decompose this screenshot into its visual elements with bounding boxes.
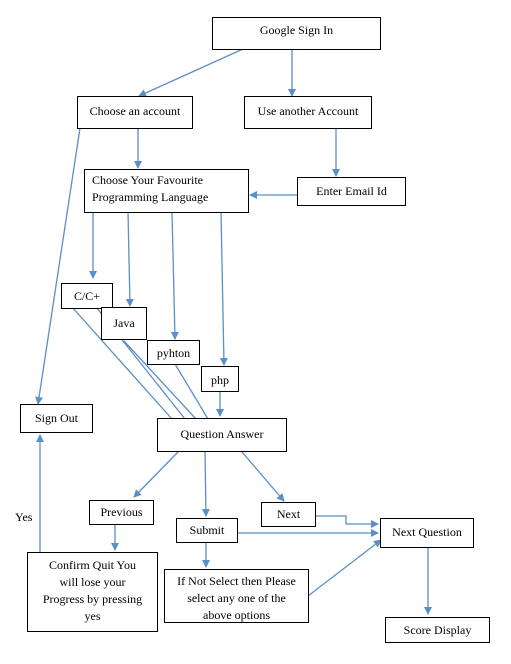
arrow-question-to-submit [201, 451, 210, 517]
line-python-to-question [174, 363, 209, 420]
yes-edge-label: Yes [15, 510, 33, 524]
python-label: pyhton [156, 346, 191, 360]
choose-account-label: Choose an account [89, 104, 181, 118]
enter-email-node: Enter Email Id [297, 177, 406, 206]
arrow-account-to-signout [35, 127, 81, 405]
line-java-to-question [123, 340, 197, 420]
use-another-account-node: Use another Account [244, 96, 372, 129]
confirm-quit-node: Confirm Quit You will lose your Progress… [27, 552, 158, 632]
previous-node: Previous [89, 500, 154, 525]
submit-node: Submit [176, 518, 238, 543]
java-node: Java [101, 307, 147, 340]
arrow-question-to-next [241, 451, 285, 502]
choose-account-node: Choose an account [77, 96, 193, 129]
confirm-quit-line1: Confirm Quit You [48, 558, 137, 572]
choose-language-line1: Choose Your Favourite [92, 173, 204, 187]
line-c-to-question [71, 306, 173, 420]
arrow-language-to-java [125, 211, 134, 307]
score-display-node: Score Display [385, 617, 490, 643]
python-node: pyhton [147, 340, 200, 365]
sign-out-node: Sign Out [20, 404, 93, 433]
next-label: Next [276, 507, 301, 521]
c-cpp-node: C/C+ [61, 283, 113, 309]
not-select-line2: select any one of the [187, 591, 286, 605]
google-sign-in-label: Google Sign In [259, 23, 334, 37]
question-answer-node: Question Answer [157, 418, 287, 452]
google-sign-in-node: Google Sign In [212, 17, 381, 50]
arrow-question-to-previous [133, 451, 179, 498]
enter-email-label: Enter Email Id [316, 184, 387, 198]
score-display-label: Score Display [403, 623, 472, 637]
confirm-quit-line4: yes [84, 609, 101, 623]
sign-out-label: Sign Out [34, 411, 78, 425]
next-question-node: Next Question [380, 518, 474, 548]
confirm-quit-line2: will lose your [59, 575, 126, 589]
c-cpp-label: C/C+ [73, 289, 101, 303]
arrow-next-to-nextquestion [316, 515, 379, 528]
next-node: Next [261, 502, 316, 527]
choose-language-line2: Programming Language [92, 190, 209, 204]
arrow-language-to-php [219, 211, 228, 366]
next-question-label: Next Question [392, 525, 462, 539]
confirm-quit-line3: Progress by pressing [42, 592, 143, 606]
php-label: php [211, 373, 229, 387]
previous-label: Previous [100, 505, 143, 519]
arrow-signin-to-choose-account [138, 48, 244, 97]
question-answer-label: Question Answer [180, 427, 264, 441]
not-select-line3: above options [203, 608, 270, 622]
submit-label: Submit [189, 523, 225, 537]
php-node: php [201, 366, 239, 392]
not-select-node: If Not Select then Please select any one… [164, 569, 309, 623]
java-label: Java [113, 316, 135, 330]
arrow-notselect-to-nextquestion [307, 539, 382, 597]
arrow-language-to-python [170, 211, 179, 340]
choose-language-node: Choose Your Favourite Programming Langua… [84, 169, 249, 213]
use-another-account-label: Use another Account [257, 104, 359, 118]
not-select-line1: If Not Select then Please [177, 574, 296, 588]
